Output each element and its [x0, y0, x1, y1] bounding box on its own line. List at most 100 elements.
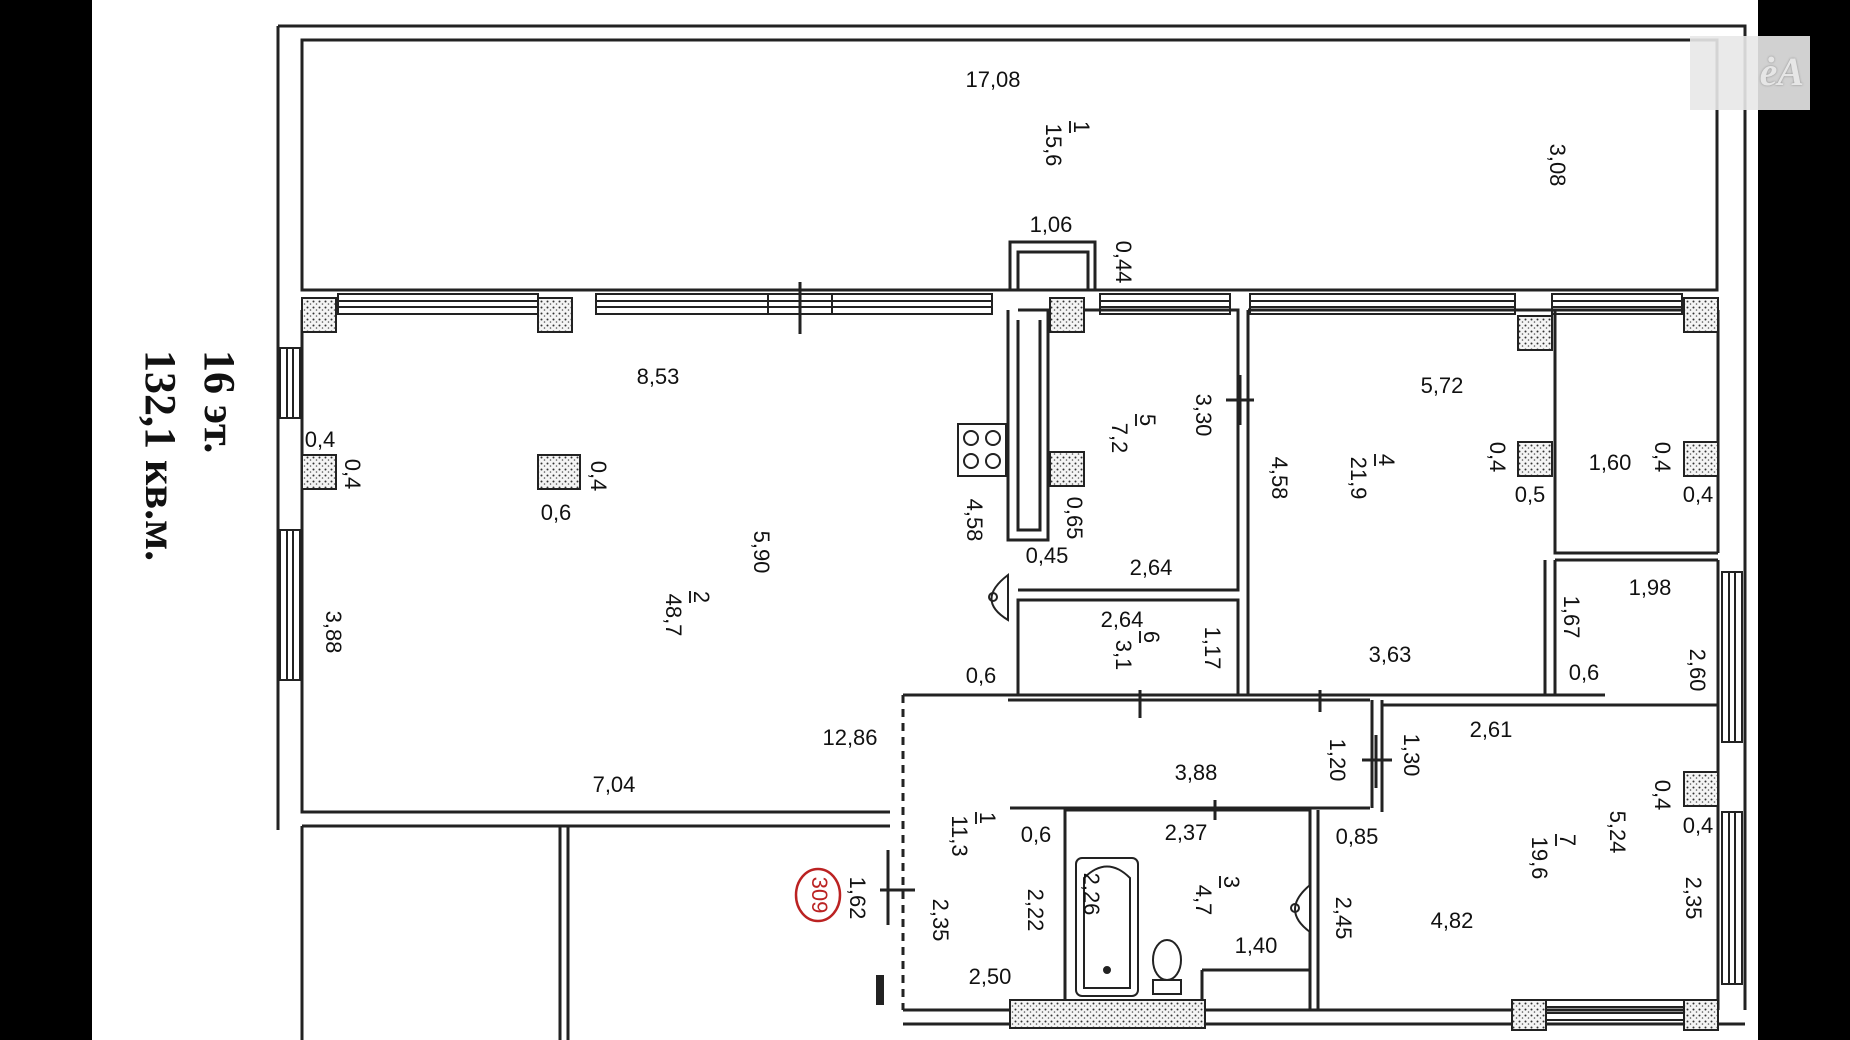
- room-number: 5: [1135, 414, 1160, 426]
- dimension: 2,35: [928, 899, 953, 942]
- column: [301, 454, 337, 490]
- window-left-2: [279, 529, 301, 681]
- dimension: 0,4: [340, 459, 365, 490]
- dimension: 2,45: [1331, 897, 1356, 940]
- apartment-number: 309: [807, 877, 832, 914]
- dimension: 3,88: [1175, 760, 1218, 785]
- room-number: 7: [1555, 834, 1580, 846]
- balcony-outer-wall: [278, 24, 1747, 292]
- window-top-3: [1099, 293, 1231, 315]
- room-number: 3: [1219, 876, 1244, 888]
- dimension: 1,20: [1325, 739, 1350, 782]
- window-right-2: [1721, 811, 1743, 985]
- dimension: 12,86: [822, 725, 877, 750]
- bathtub-icon: [1075, 857, 1139, 997]
- windows: [279, 293, 1743, 1021]
- window-top-1: [337, 293, 539, 315]
- dimension: 0,6: [1021, 822, 1052, 847]
- dimension: 2,60: [1685, 649, 1710, 692]
- room-label: 6 3,1: [1111, 631, 1164, 670]
- dimension: 0,65: [1062, 497, 1087, 540]
- window-right-1: [1721, 571, 1743, 743]
- dimension: 4,82: [1431, 908, 1474, 933]
- room-area: 3,1: [1111, 640, 1136, 671]
- dimension: 1,98: [1629, 575, 1672, 600]
- dimension: 2,22: [1023, 889, 1048, 932]
- window-top-2: [595, 293, 993, 315]
- bay-wall: [1008, 240, 1097, 290]
- sink-icon: [988, 572, 1009, 622]
- room-area: 4,7: [1191, 885, 1216, 916]
- total-area-label: 132,1 кв.м.: [136, 350, 185, 562]
- dimension: 2,64: [1130, 555, 1173, 580]
- room-label: 4 21,9: [1346, 454, 1399, 500]
- room-number: 1: [1069, 121, 1094, 133]
- window-top-5: [1551, 293, 1683, 315]
- dimension: 2,50: [969, 964, 1012, 989]
- room-area: 15,6: [1041, 124, 1066, 167]
- window-top-4: [1249, 293, 1516, 315]
- column: [301, 297, 337, 333]
- dimension: 1,06: [1030, 212, 1073, 237]
- column: [1683, 771, 1719, 807]
- column: [537, 297, 573, 333]
- dimension: 2,37: [1165, 820, 1208, 845]
- dimension: 4,58: [1267, 457, 1292, 500]
- column: [1511, 999, 1547, 1031]
- column-strip: [1009, 999, 1206, 1029]
- dimension: 1,62: [845, 877, 870, 920]
- dimension: 8,53: [637, 364, 680, 389]
- dimension: 0,85: [1336, 824, 1379, 849]
- dimension: 0,6: [541, 500, 572, 525]
- dimension: 1,30: [1399, 734, 1424, 777]
- room-number: 2: [689, 591, 714, 603]
- watermark-logo: ėA: [1759, 49, 1804, 94]
- dimension: 3,63: [1369, 642, 1412, 667]
- dimension: 5,24: [1605, 811, 1630, 854]
- room-label: 1 11,3: [947, 812, 1000, 857]
- column: [537, 454, 581, 490]
- door-marks: [798, 282, 1392, 1005]
- room-area: 19,6: [1527, 837, 1552, 880]
- stove-icon: [957, 423, 1007, 477]
- room-number: 6: [1139, 631, 1164, 643]
- dimension: 2,61: [1470, 717, 1513, 742]
- room-area: 21,9: [1346, 457, 1371, 500]
- dimension: 0,4: [1650, 780, 1675, 811]
- column: [1683, 441, 1719, 477]
- dimension: 3,88: [321, 611, 346, 654]
- dimension: 1,17: [1200, 627, 1225, 670]
- bathroom-sink-icon: [1290, 882, 1311, 934]
- columns: [301, 297, 1719, 1031]
- dimension: 0,4: [1485, 442, 1510, 473]
- floor-plan-sheet: [92, 0, 1758, 1040]
- room-area: 7,2: [1107, 423, 1132, 454]
- dimensions: 17,08 3,08 1,06 0,4 4 8,53 5,72 3,30 4,58…: [305, 67, 1714, 989]
- room-area: 11,3: [947, 815, 972, 856]
- dimension: 17,08: [965, 67, 1020, 92]
- room-label: 5 7,2: [1107, 414, 1160, 453]
- dimension: 3,30: [1191, 394, 1216, 437]
- dimension: 1,40: [1235, 933, 1278, 958]
- room-label: 3 4,7: [1191, 876, 1244, 915]
- dimension: 2,35: [1681, 877, 1706, 920]
- dimension: 3,08: [1545, 144, 1570, 187]
- column: [1683, 297, 1719, 333]
- room-number: 4: [1374, 454, 1399, 466]
- dimension: 0,6: [1569, 660, 1600, 685]
- dimension: 0,4: [1683, 482, 1714, 507]
- dimension: 5,90: [749, 531, 774, 574]
- room-label: 1 15,6: [1041, 121, 1094, 167]
- dimension: 1,60: [1589, 450, 1632, 475]
- window-left-1: [279, 347, 301, 419]
- floor-label: 16 эт.: [195, 350, 244, 454]
- dimension: 0,5: [1515, 482, 1546, 507]
- dimension: 2,26: [1079, 873, 1104, 916]
- dimension: 5,72: [1421, 373, 1464, 398]
- toilet-icon: [1152, 939, 1182, 995]
- column: [1049, 297, 1085, 333]
- room-label: 7 19,6: [1527, 834, 1580, 880]
- fixtures: [957, 423, 1311, 997]
- dimension: 0,4: [586, 461, 611, 492]
